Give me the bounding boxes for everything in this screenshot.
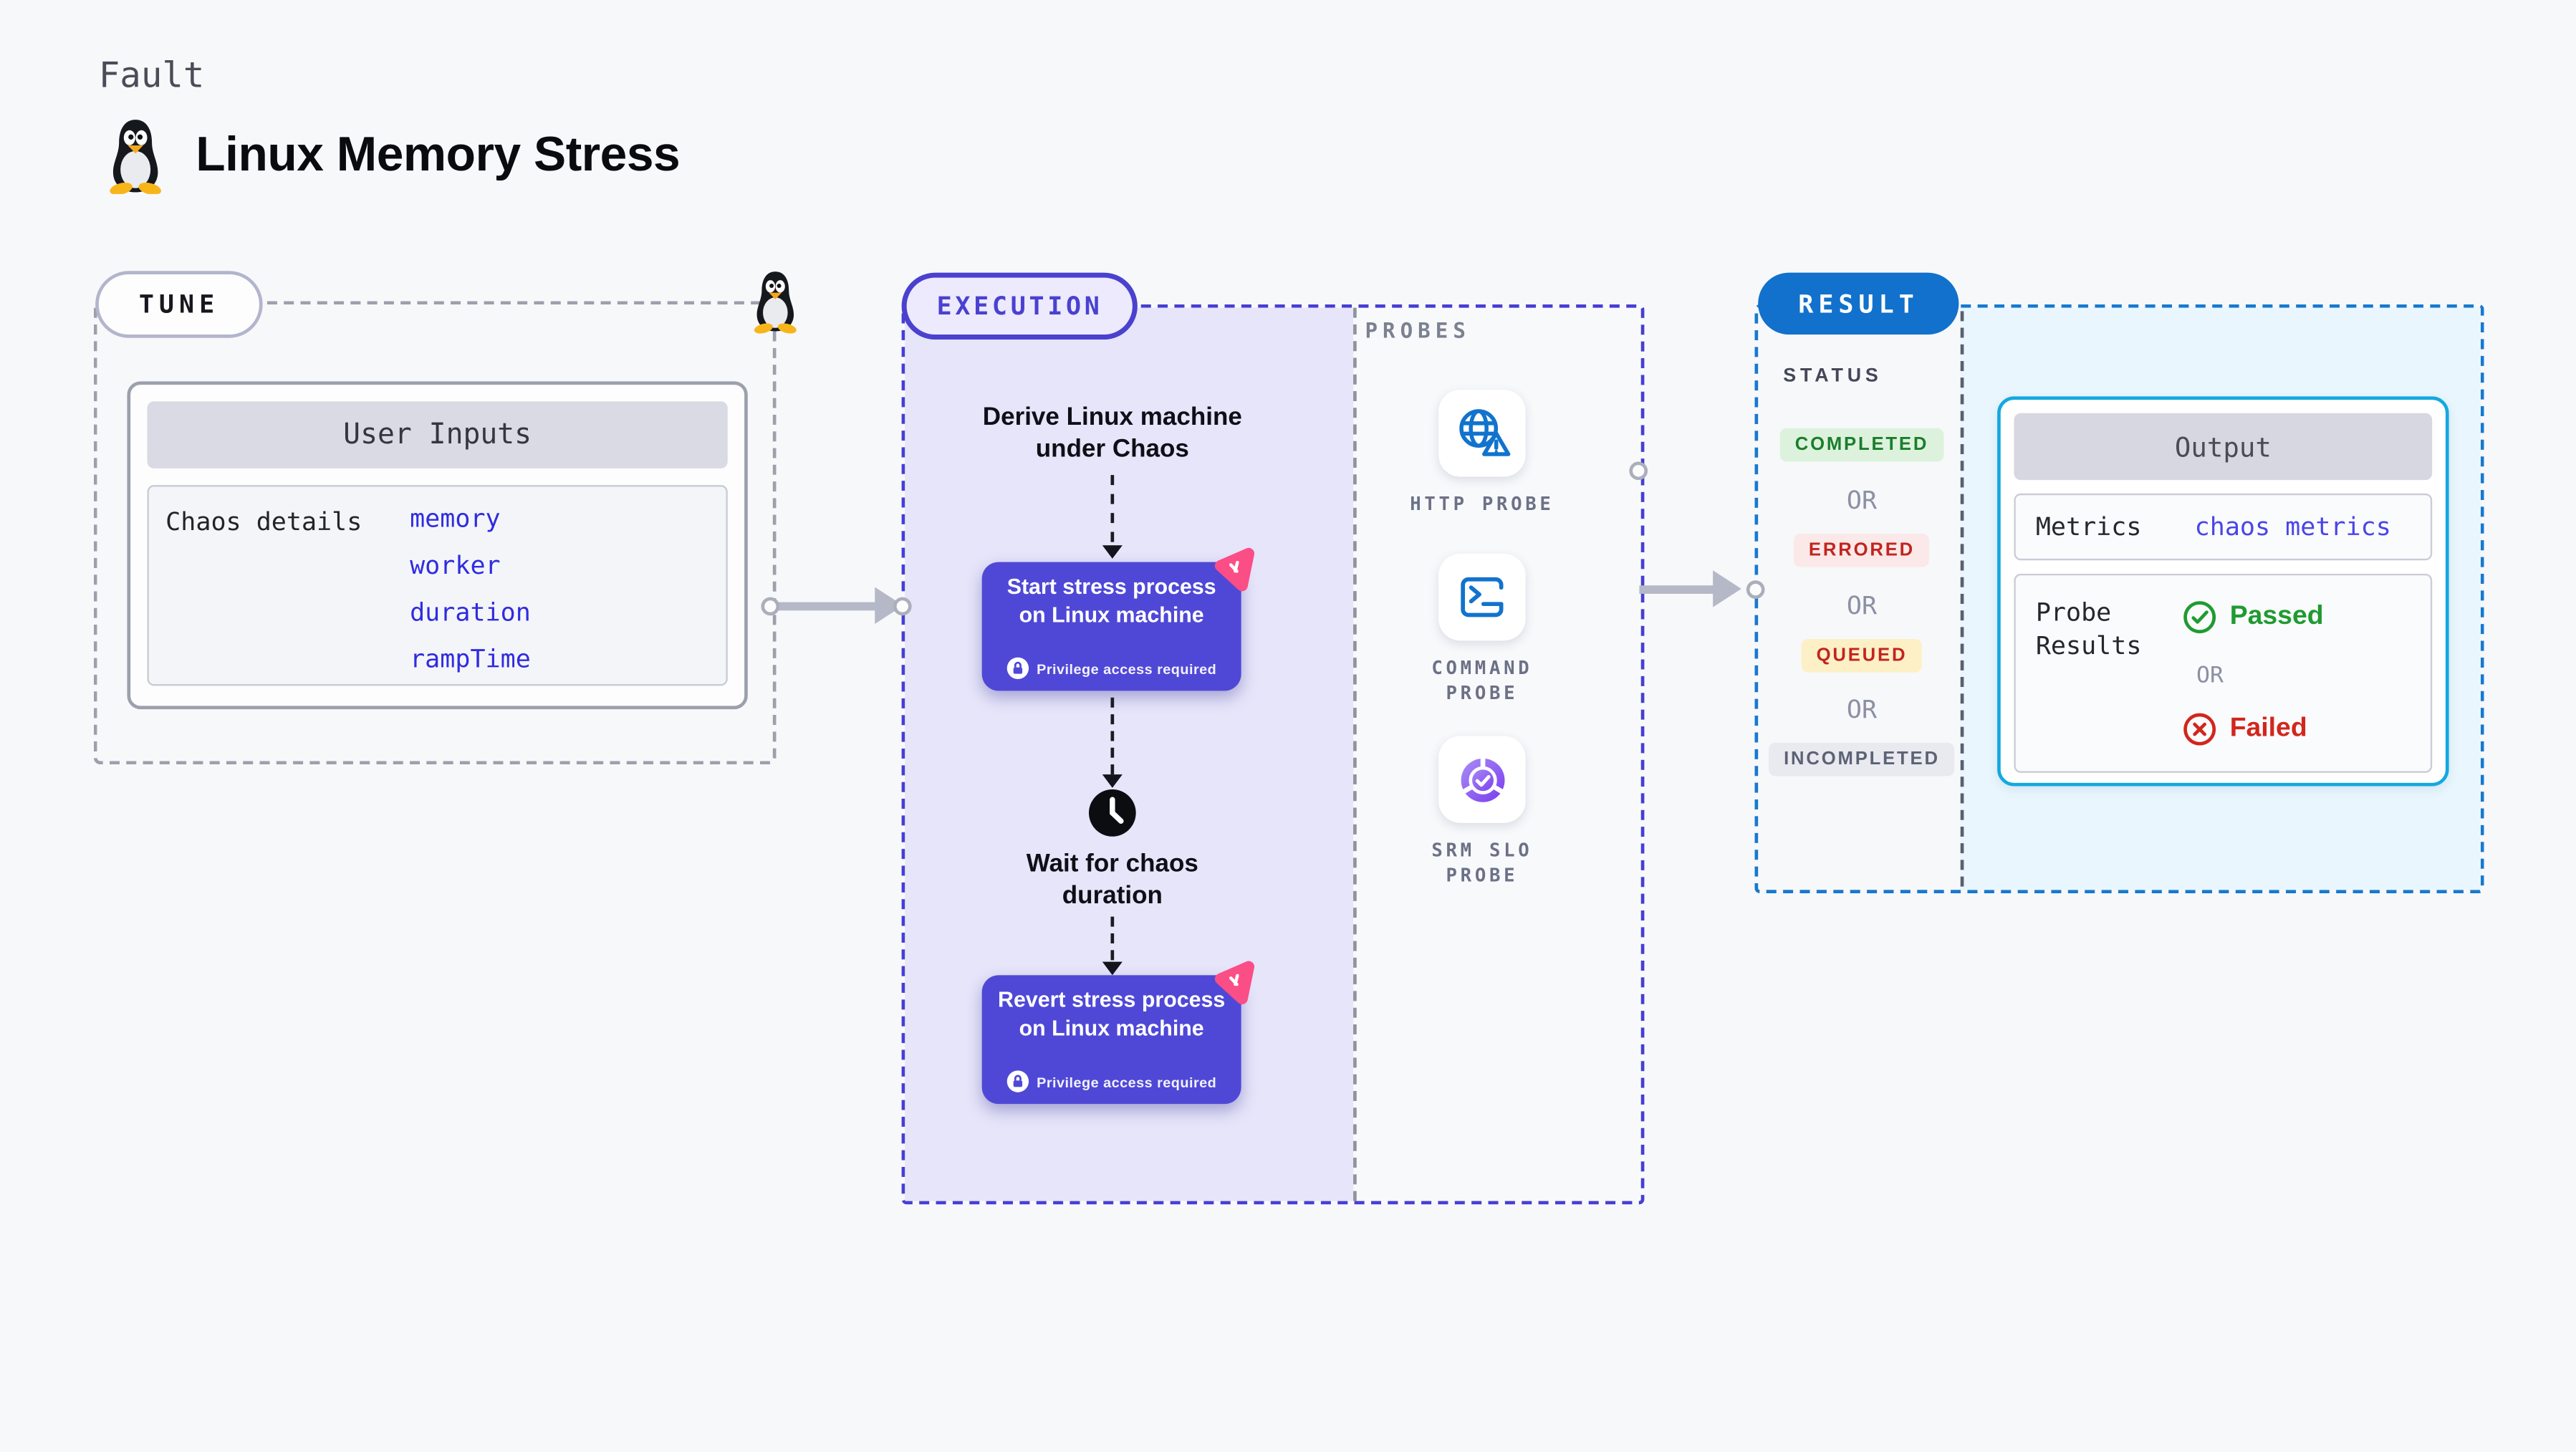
- command-probe-label: COMMAND PROBE: [1431, 657, 1533, 705]
- terminal-icon: [1461, 577, 1504, 617]
- title-row: Linux Memory Stress: [104, 117, 681, 194]
- param-rampTime: rampTime: [410, 644, 531, 675]
- or-label: OR: [1846, 590, 1878, 621]
- http-probe-label: HTTP PROBE: [1410, 493, 1554, 516]
- output-header: Output: [2014, 413, 2433, 481]
- wait-step-text: Wait for chaos duration: [1026, 850, 1198, 910]
- fault-kicker: Fault: [98, 55, 205, 96]
- chaos-params-list: memory worker duration rampTime: [410, 495, 531, 683]
- execution-pill: EXECUTION: [901, 272, 1138, 340]
- status-badge-incompleted: INCOMPLETED: [1769, 742, 1955, 777]
- tux-penguin-icon: [108, 120, 163, 194]
- or-label: OR: [1846, 485, 1878, 516]
- probes-header: PROBES: [1365, 317, 1471, 343]
- http-probe-card: [1438, 390, 1526, 477]
- result-pill: RESULT: [1758, 272, 1959, 335]
- start-stress-title: Start stress process on Linux machine: [1006, 573, 1216, 627]
- status-header: STATUS: [1783, 366, 1883, 387]
- flow-arrowhead: [1102, 961, 1123, 976]
- tux-penguin-icon: [753, 271, 798, 335]
- check-circle-icon: [2183, 601, 2216, 634]
- status-badge-completed: COMPLETED: [1779, 428, 1944, 462]
- x-circle-icon: [2183, 713, 2216, 746]
- output-card: Output Metrics chaos metrics Probe Resul…: [1997, 396, 2449, 787]
- chaos-details-panel: Chaos details memory worker duration ram…: [147, 485, 728, 686]
- connector-dot: [1745, 580, 1764, 598]
- probe-results-label: Probe Results: [2035, 597, 2142, 661]
- arrow-tune-to-execution: [769, 601, 877, 610]
- flow-connector: [1110, 475, 1115, 542]
- param-duration: duration: [410, 597, 531, 628]
- metrics-row: Metrics chaos metrics: [2014, 493, 2433, 561]
- slo-donut-check-icon: [1460, 756, 1504, 802]
- arrowhead: [1713, 570, 1741, 607]
- param-memory: memory: [410, 503, 501, 534]
- status-badge-queued: QUEUED: [1801, 639, 1923, 673]
- failed-row: Failed: [2183, 713, 2307, 746]
- connector-dot: [760, 596, 779, 615]
- globe-alert-icon: [1458, 408, 1510, 456]
- or-label: OR: [2196, 662, 2224, 690]
- metrics-label: Metrics: [2035, 511, 2142, 542]
- flow-connector: [1110, 697, 1115, 775]
- failed-label: Failed: [2229, 714, 2307, 743]
- flow-arrowhead: [1102, 774, 1123, 788]
- passed-row: Passed: [2183, 600, 2324, 634]
- lock-icon: [1006, 1070, 1029, 1092]
- flow-connector: [1110, 916, 1115, 961]
- privilege-note: Privilege access required: [982, 1070, 1241, 1092]
- lock-icon: [1006, 657, 1029, 680]
- metrics-value: chaos metrics: [2194, 511, 2391, 542]
- user-inputs-header: User Inputs: [147, 401, 728, 468]
- revert-stress-node: Revert stress process on Linux machine P…: [981, 975, 1241, 1105]
- start-stress-node: Start stress process on Linux machine Pr…: [981, 562, 1241, 691]
- tune-pill: TUNE: [95, 271, 263, 338]
- clock-icon: [1087, 788, 1138, 838]
- or-label: OR: [1846, 694, 1878, 725]
- flow-arrowhead: [1102, 545, 1123, 559]
- privilege-note-text: Privilege access required: [1037, 660, 1217, 677]
- revert-stress-title: Revert stress process on Linux machine: [998, 986, 1226, 1040]
- srm-slo-probe-card: [1438, 736, 1526, 823]
- passed-label: Passed: [2229, 602, 2324, 631]
- chaos-details-label: Chaos details: [165, 506, 362, 537]
- user-inputs-card: User Inputs Chaos details memory worker …: [127, 381, 748, 710]
- command-probe-card: [1438, 553, 1526, 641]
- status-badge-errored: ERRORED: [1793, 533, 1931, 567]
- connector-dot: [892, 596, 911, 615]
- tune-section-box: [93, 301, 777, 765]
- param-worker: worker: [410, 550, 501, 581]
- probe-results-row: Probe Results Passed OR Failed: [2014, 573, 2433, 773]
- privilege-note-text: Privilege access required: [1037, 1072, 1217, 1090]
- page-title: Linux Memory Stress: [196, 128, 681, 182]
- probes-divider: [1353, 307, 1357, 1201]
- connector-dot: [1628, 461, 1647, 480]
- derive-step-text: Derive Linux machine under Chaos: [982, 403, 1242, 463]
- status-divider: [1960, 311, 1964, 887]
- srm-slo-probe-label: SRM SLO PROBE: [1431, 840, 1533, 887]
- arrow-execution-to-result: [1639, 585, 1715, 593]
- privilege-note: Privilege access required: [982, 657, 1241, 680]
